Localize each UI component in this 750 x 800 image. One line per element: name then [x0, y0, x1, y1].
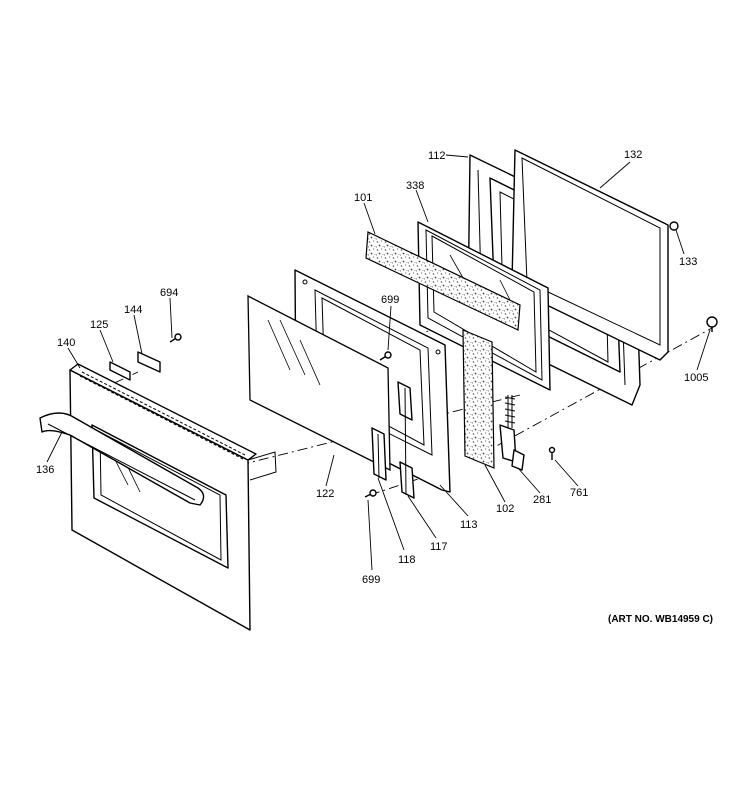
label-281: 281 — [533, 494, 551, 506]
outer-door-140 — [69, 363, 277, 631]
bracket-117 — [397, 381, 415, 499]
label-133: 133 — [679, 256, 697, 268]
label-117: 117 — [430, 541, 448, 553]
label-1005: 1005 — [684, 372, 708, 384]
label-761: 761 — [570, 487, 588, 499]
insulation-101 — [365, 231, 521, 331]
label-144: 144 — [124, 304, 142, 316]
screw-761 — [548, 446, 556, 460]
label-699-lower: 699 — [362, 574, 380, 586]
insulation-102 — [462, 329, 495, 469]
label-338: 338 — [406, 180, 424, 192]
label-122: 122 — [316, 488, 334, 500]
label-118: 118 — [398, 554, 416, 566]
label-132: 132 — [624, 149, 642, 161]
screw-1005 — [706, 316, 718, 332]
label-136: 136 — [36, 464, 54, 476]
door-glass-122 — [247, 294, 391, 472]
label-699-upper: 699 — [381, 294, 399, 306]
screw-699-lower — [364, 489, 377, 498]
bracket-144 — [137, 351, 161, 373]
label-113: 113 — [460, 519, 478, 531]
part-labels: 112 132 338 101 133 694 144 699 125 140 … — [36, 149, 713, 625]
handle-136 — [39, 412, 205, 506]
trim-125 — [109, 361, 131, 381]
screw-133 — [669, 221, 679, 231]
hinge-281 — [499, 395, 525, 471]
art-number: (ART NO. WB14959 C) — [608, 614, 713, 625]
label-140: 140 — [57, 337, 75, 349]
screw-694 — [169, 333, 182, 343]
label-125: 125 — [90, 319, 108, 331]
bracket-118 — [371, 427, 387, 481]
label-101: 101 — [354, 192, 372, 204]
label-112: 112 — [428, 150, 446, 162]
label-102: 102 — [496, 503, 514, 515]
leader-lines — [46, 154, 711, 571]
label-694: 694 — [160, 287, 178, 299]
screw-699-upper — [379, 351, 392, 361]
